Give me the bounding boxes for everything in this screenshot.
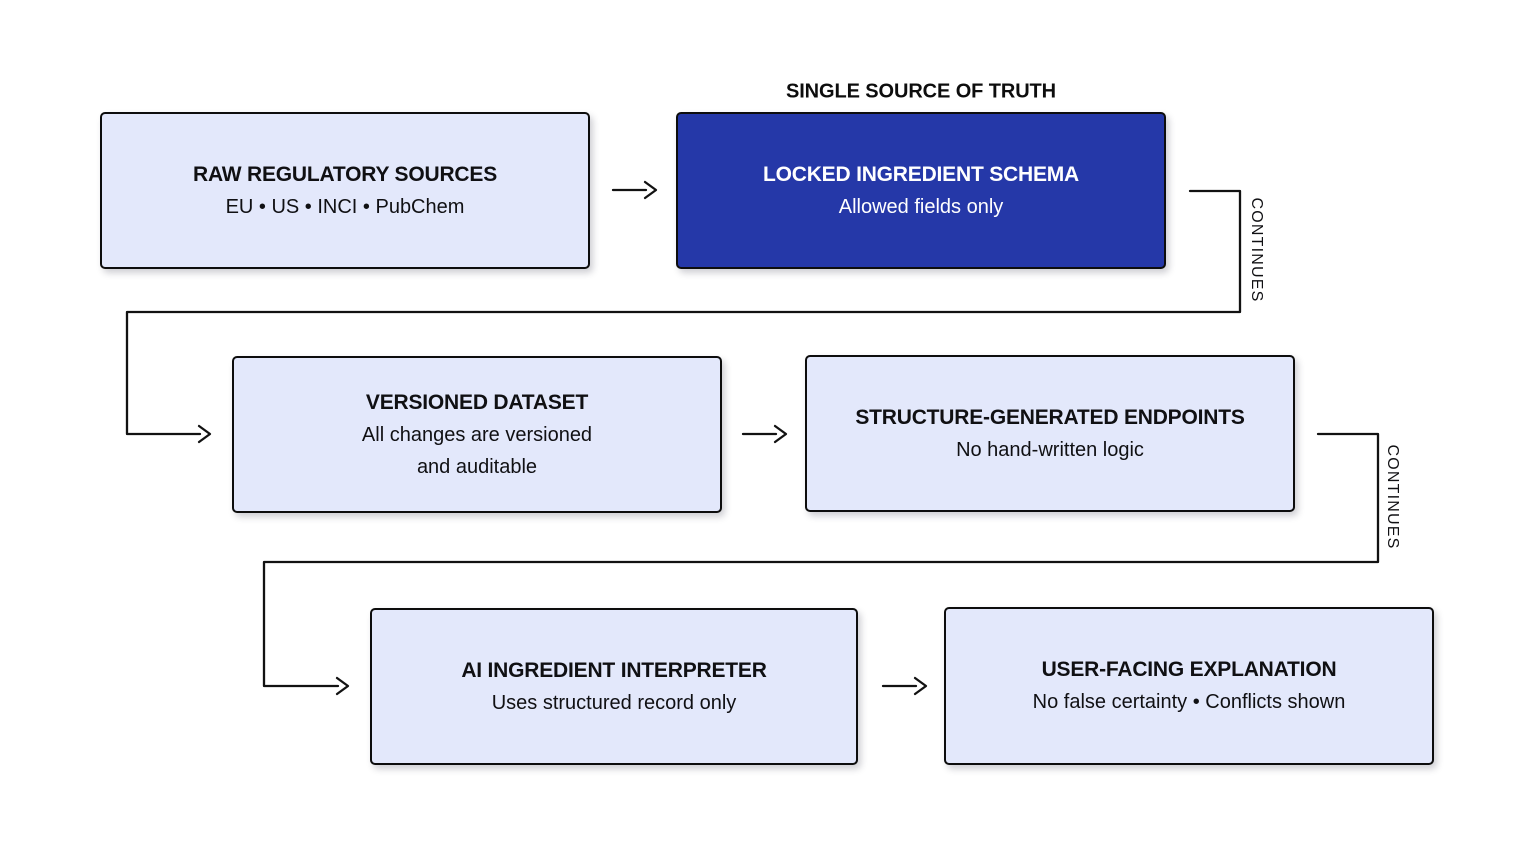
arrow-raw-to-schema [611,180,658,200]
node-subtitle: No false certainty • Conflicts shown [1032,691,1346,713]
node-locked-ingredient-schema: LOCKED INGREDIENT SCHEMA Allowed fields … [676,112,1166,269]
node-subtitle: Allowed fields only [838,195,1004,218]
node-title: STRUCTURE-GENERATED ENDPOINTS [855,405,1245,429]
node-title: VERSIONED DATASET [365,390,589,414]
node-raw-regulatory-sources: RAW REGULATORY SOURCES EU • US • INCI • … [100,112,590,269]
node-ai-ingredient-interpreter: AI INGREDIENT INTERPRETER Uses structure… [370,608,858,765]
node-title: RAW REGULATORY SOURCES [192,162,498,186]
continues-label-1: CONTINUES [1248,197,1265,303]
node-subtitle: Uses structured record only [491,691,737,714]
node-title: AI INGREDIENT INTERPRETER [461,658,767,682]
continues-label-2: CONTINUES [1384,444,1401,550]
node-subtitle: No hand-written logic [956,438,1144,461]
node-versioned-dataset: VERSIONED DATASET All changes are versio… [232,356,722,513]
node-subtitle: EU • US • INCI • PubChem [225,195,465,218]
node-user-facing-explanation: USER-FACING EXPLANATION No false certain… [944,607,1434,765]
node-title: LOCKED INGREDIENT SCHEMA [762,162,1080,186]
node-subtitle-line: and auditable [416,455,538,478]
arrow-interpreter-to-explanation [881,676,928,696]
arrow-dataset-to-endpoints [741,424,788,444]
single-source-of-truth-caption: SINGLE SOURCE OF TRUTH [785,80,1057,103]
node-subtitle-line: All changes are versioned [361,423,593,446]
node-title: USER-FACING EXPLANATION [1041,658,1337,681]
node-structure-generated-endpoints: STRUCTURE-GENERATED ENDPOINTS No hand-wr… [805,355,1295,512]
